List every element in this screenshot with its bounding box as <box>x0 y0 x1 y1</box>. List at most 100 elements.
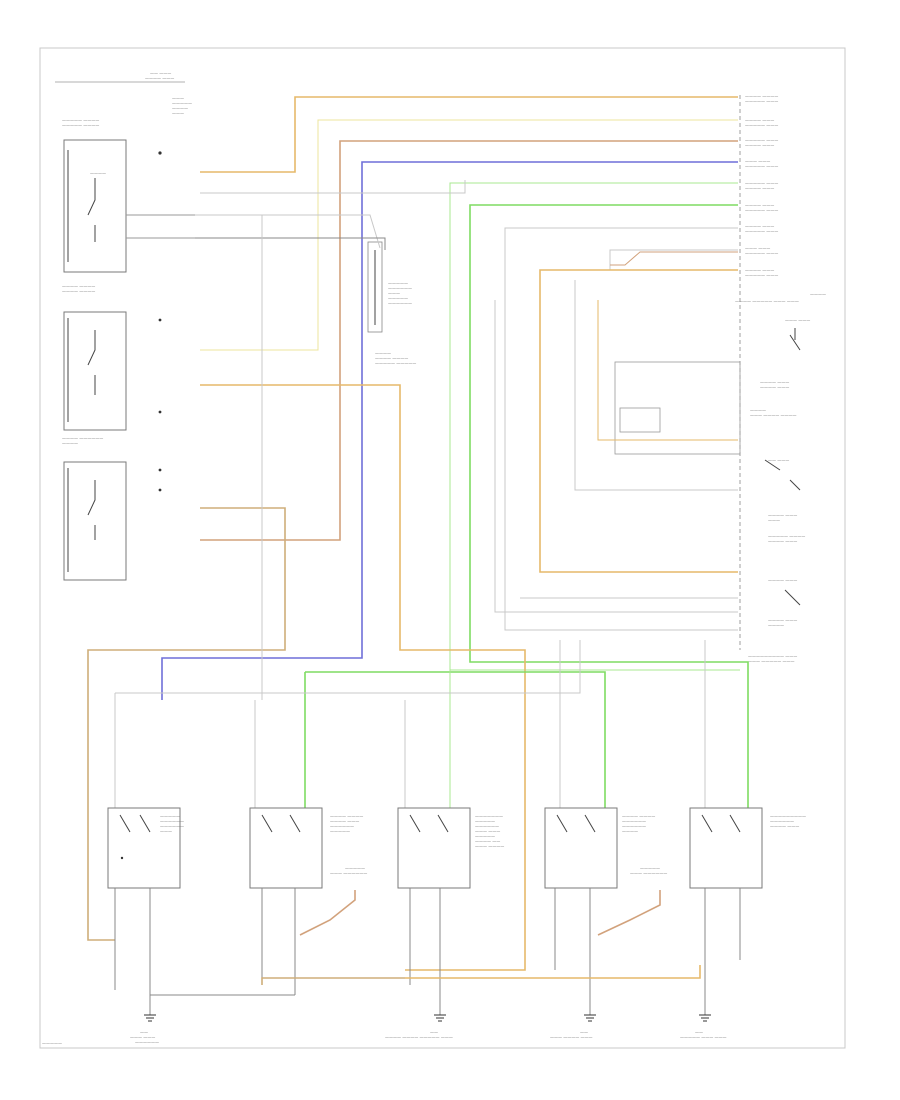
svg-text:————: ———— <box>62 441 78 446</box>
svg-text:———— ————: ———— ———— <box>62 289 95 294</box>
svg-text:————— ———: ————— ——— <box>745 181 778 186</box>
window-switch-driver: ————— —————— —————— ——— <box>107 807 184 1000</box>
svg-text:———— ———: ———— ——— <box>745 203 774 208</box>
svg-text:———— ———: ———— ——— <box>768 578 797 583</box>
svg-text:————— ———: ————— ——— <box>745 208 778 213</box>
svg-text:————— ————: ————— ———— <box>62 118 99 123</box>
svg-text:—— ———: —— ——— <box>150 71 171 76</box>
svg-text:——— ———: ——— ——— <box>745 246 770 251</box>
svg-text:————: ———— <box>810 292 826 297</box>
svg-text:——— ———: ——— ——— <box>745 159 770 164</box>
trunk-release-relay: ———— —————— ———— <box>62 436 162 581</box>
svg-text:——— ——————: ——— —————— <box>630 871 667 876</box>
svg-text:——————: —————— <box>160 819 184 824</box>
ground-icon: —— ———— ———— ————— ——— <box>385 1014 453 1040</box>
svg-text:——————: —————— <box>622 824 646 829</box>
door-unlock-relay: ———— ———— ———— ———— <box>62 284 162 431</box>
svg-text:———— ———: ———— ——— <box>745 224 774 229</box>
svg-text:———— ————— ——— ———: ———— ————— ——— ——— <box>735 299 799 304</box>
svg-text:—————: ————— <box>388 281 408 286</box>
svg-text:————— ————: ————— ———— <box>768 534 805 539</box>
svg-text:———— ———: ———— ——— <box>768 539 797 544</box>
svg-text:———— ———— ————— ———: ———— ———— ————— ——— <box>385 1035 453 1040</box>
svg-text:————— ———: ————— ——— <box>745 99 778 104</box>
svg-text:—— ———: —— ——— <box>768 458 789 463</box>
svg-text:———————: ——————— <box>475 814 503 819</box>
svg-text:——————: —————— <box>160 824 184 829</box>
svg-text:———: ——— <box>768 518 780 523</box>
svg-text:——— ———: ——— ——— <box>130 1035 155 1040</box>
svg-text:——— ——————: ——— —————— <box>330 871 367 876</box>
svg-text:——————: —————— <box>622 819 646 824</box>
svg-text:————: ———— <box>768 623 784 628</box>
svg-text:————— ———: ————— ——— <box>745 251 778 256</box>
svg-text:———— ———: ———— ——— <box>760 380 789 385</box>
svg-text:———— ———: ———— ——— <box>760 385 789 390</box>
svg-text:————— ———: ————— ——— <box>745 138 778 143</box>
svg-text:——————: —————— <box>388 286 412 291</box>
svg-text:—————: ————— <box>172 101 192 106</box>
svg-text:————: ———— <box>172 106 188 111</box>
svg-text:————— ———: ————— ——— <box>745 229 778 234</box>
svg-text:———— ————: ———— ———— <box>62 284 95 289</box>
ground-icon: —— ————— ——— ——— <box>680 1014 727 1040</box>
fuse-block: —— ——— ———— ——— ——— ————— ———— ——— <box>55 71 192 155</box>
svg-text:————: ———— <box>750 408 766 413</box>
svg-text:————— —————: ————— ————— <box>375 361 416 366</box>
svg-text:————— ———: ————— ——— <box>745 273 778 278</box>
svg-text:———— ——————: ———— —————— <box>62 436 103 441</box>
svg-text:————: ———— <box>90 171 106 176</box>
svg-text:——: —— <box>695 1030 703 1035</box>
ground-icon: —— ——— ———— ——— <box>550 1014 596 1040</box>
svg-text:——: —— <box>140 1030 148 1035</box>
page-reference: ————— <box>42 1041 62 1046</box>
svg-text:——: —— <box>580 1030 588 1035</box>
svg-text:—————: ————— <box>160 814 180 819</box>
svg-text:———— ——: ———— —— <box>475 839 500 844</box>
svg-text:——————: —————— <box>330 824 354 829</box>
svg-text:——— ———— ————: ——— ———— ———— <box>750 413 797 418</box>
ground-symbols: —— ——— ——— —————— —— ———— ———— ————— ———… <box>130 1014 727 1045</box>
svg-text:———— ———: ———— ——— <box>745 268 774 273</box>
svg-text:———— ———: ———— ——— <box>768 618 797 623</box>
svg-text:————— ——— ———: ————— ——— ——— <box>680 1035 727 1040</box>
door-lock-relay: ————— ———— ————— ———— ———— <box>62 118 195 273</box>
svg-text:————— ————: ————— ———— <box>62 123 99 128</box>
svg-text:————— ———: ————— ——— <box>745 123 778 128</box>
svg-text:——— ————: ——— ———— <box>475 844 504 849</box>
junction-connector: ————— —————— ——— ————— —————— ———— ———— … <box>367 241 416 366</box>
svg-text:———— ————: ———— ———— <box>745 94 778 99</box>
svg-text:————————— ———: ————————— ——— <box>748 654 797 659</box>
svg-text:———— ———: ———— ——— <box>745 143 774 148</box>
svg-text:———— ———: ———— ——— <box>745 186 774 191</box>
svg-text:—————: ————— <box>475 819 495 824</box>
svg-text:—————: ————— <box>330 829 350 834</box>
svg-text:————: ———— <box>375 351 391 356</box>
svg-text:———— ————: ———— ———— <box>330 814 363 819</box>
harness-wires <box>87 96 749 971</box>
svg-text:———— ————: ———— ———— <box>375 356 408 361</box>
window-switch-center: ——————— ————— —————— ——— ——— ————— ———— … <box>397 807 504 1000</box>
svg-text:————— ———: ————— ——— <box>745 164 778 169</box>
svg-text:———— ———: ———— ——— <box>770 824 799 829</box>
svg-text:——————: —————— <box>475 824 499 829</box>
window-switch-passenger: ————————— —————— ———— ——— <box>689 807 806 1000</box>
bottom-return-wires <box>149 965 706 1015</box>
window-switch-right-rear: ———— ———— —————— —————— ———— ————— ——— —… <box>544 807 667 1000</box>
svg-text:——— ———: ——— ——— <box>475 829 500 834</box>
svg-text:——————: —————— <box>770 819 794 824</box>
ground-point-dot <box>158 151 162 155</box>
svg-text:—————: ————— <box>388 296 408 301</box>
right-terminal-strip: ———— ———— ————— ——— ———— ——— ————— ——— —… <box>735 94 826 650</box>
svg-text:———— ———: ———— ——— <box>145 76 174 81</box>
svg-text:———— ———: ———— ——— <box>768 513 797 518</box>
svg-text:——— ————— ———: ——— ————— ——— <box>748 659 795 664</box>
right-switch-module: ———— ——— ———— ——— ———— ——— ———— ———— ———… <box>614 318 810 664</box>
svg-text:———— ———: ———— ——— <box>330 819 359 824</box>
svg-text:—————: ————— <box>475 834 495 839</box>
svg-text:——— ———: ——— ——— <box>785 318 810 323</box>
svg-text:—————————: ————————— <box>770 814 806 819</box>
svg-text:——— ———— ———: ——— ———— ——— <box>550 1035 593 1040</box>
window-switch-left-rear: ———— ———— ———— ——— —————— ————— ————— ——… <box>249 807 367 995</box>
